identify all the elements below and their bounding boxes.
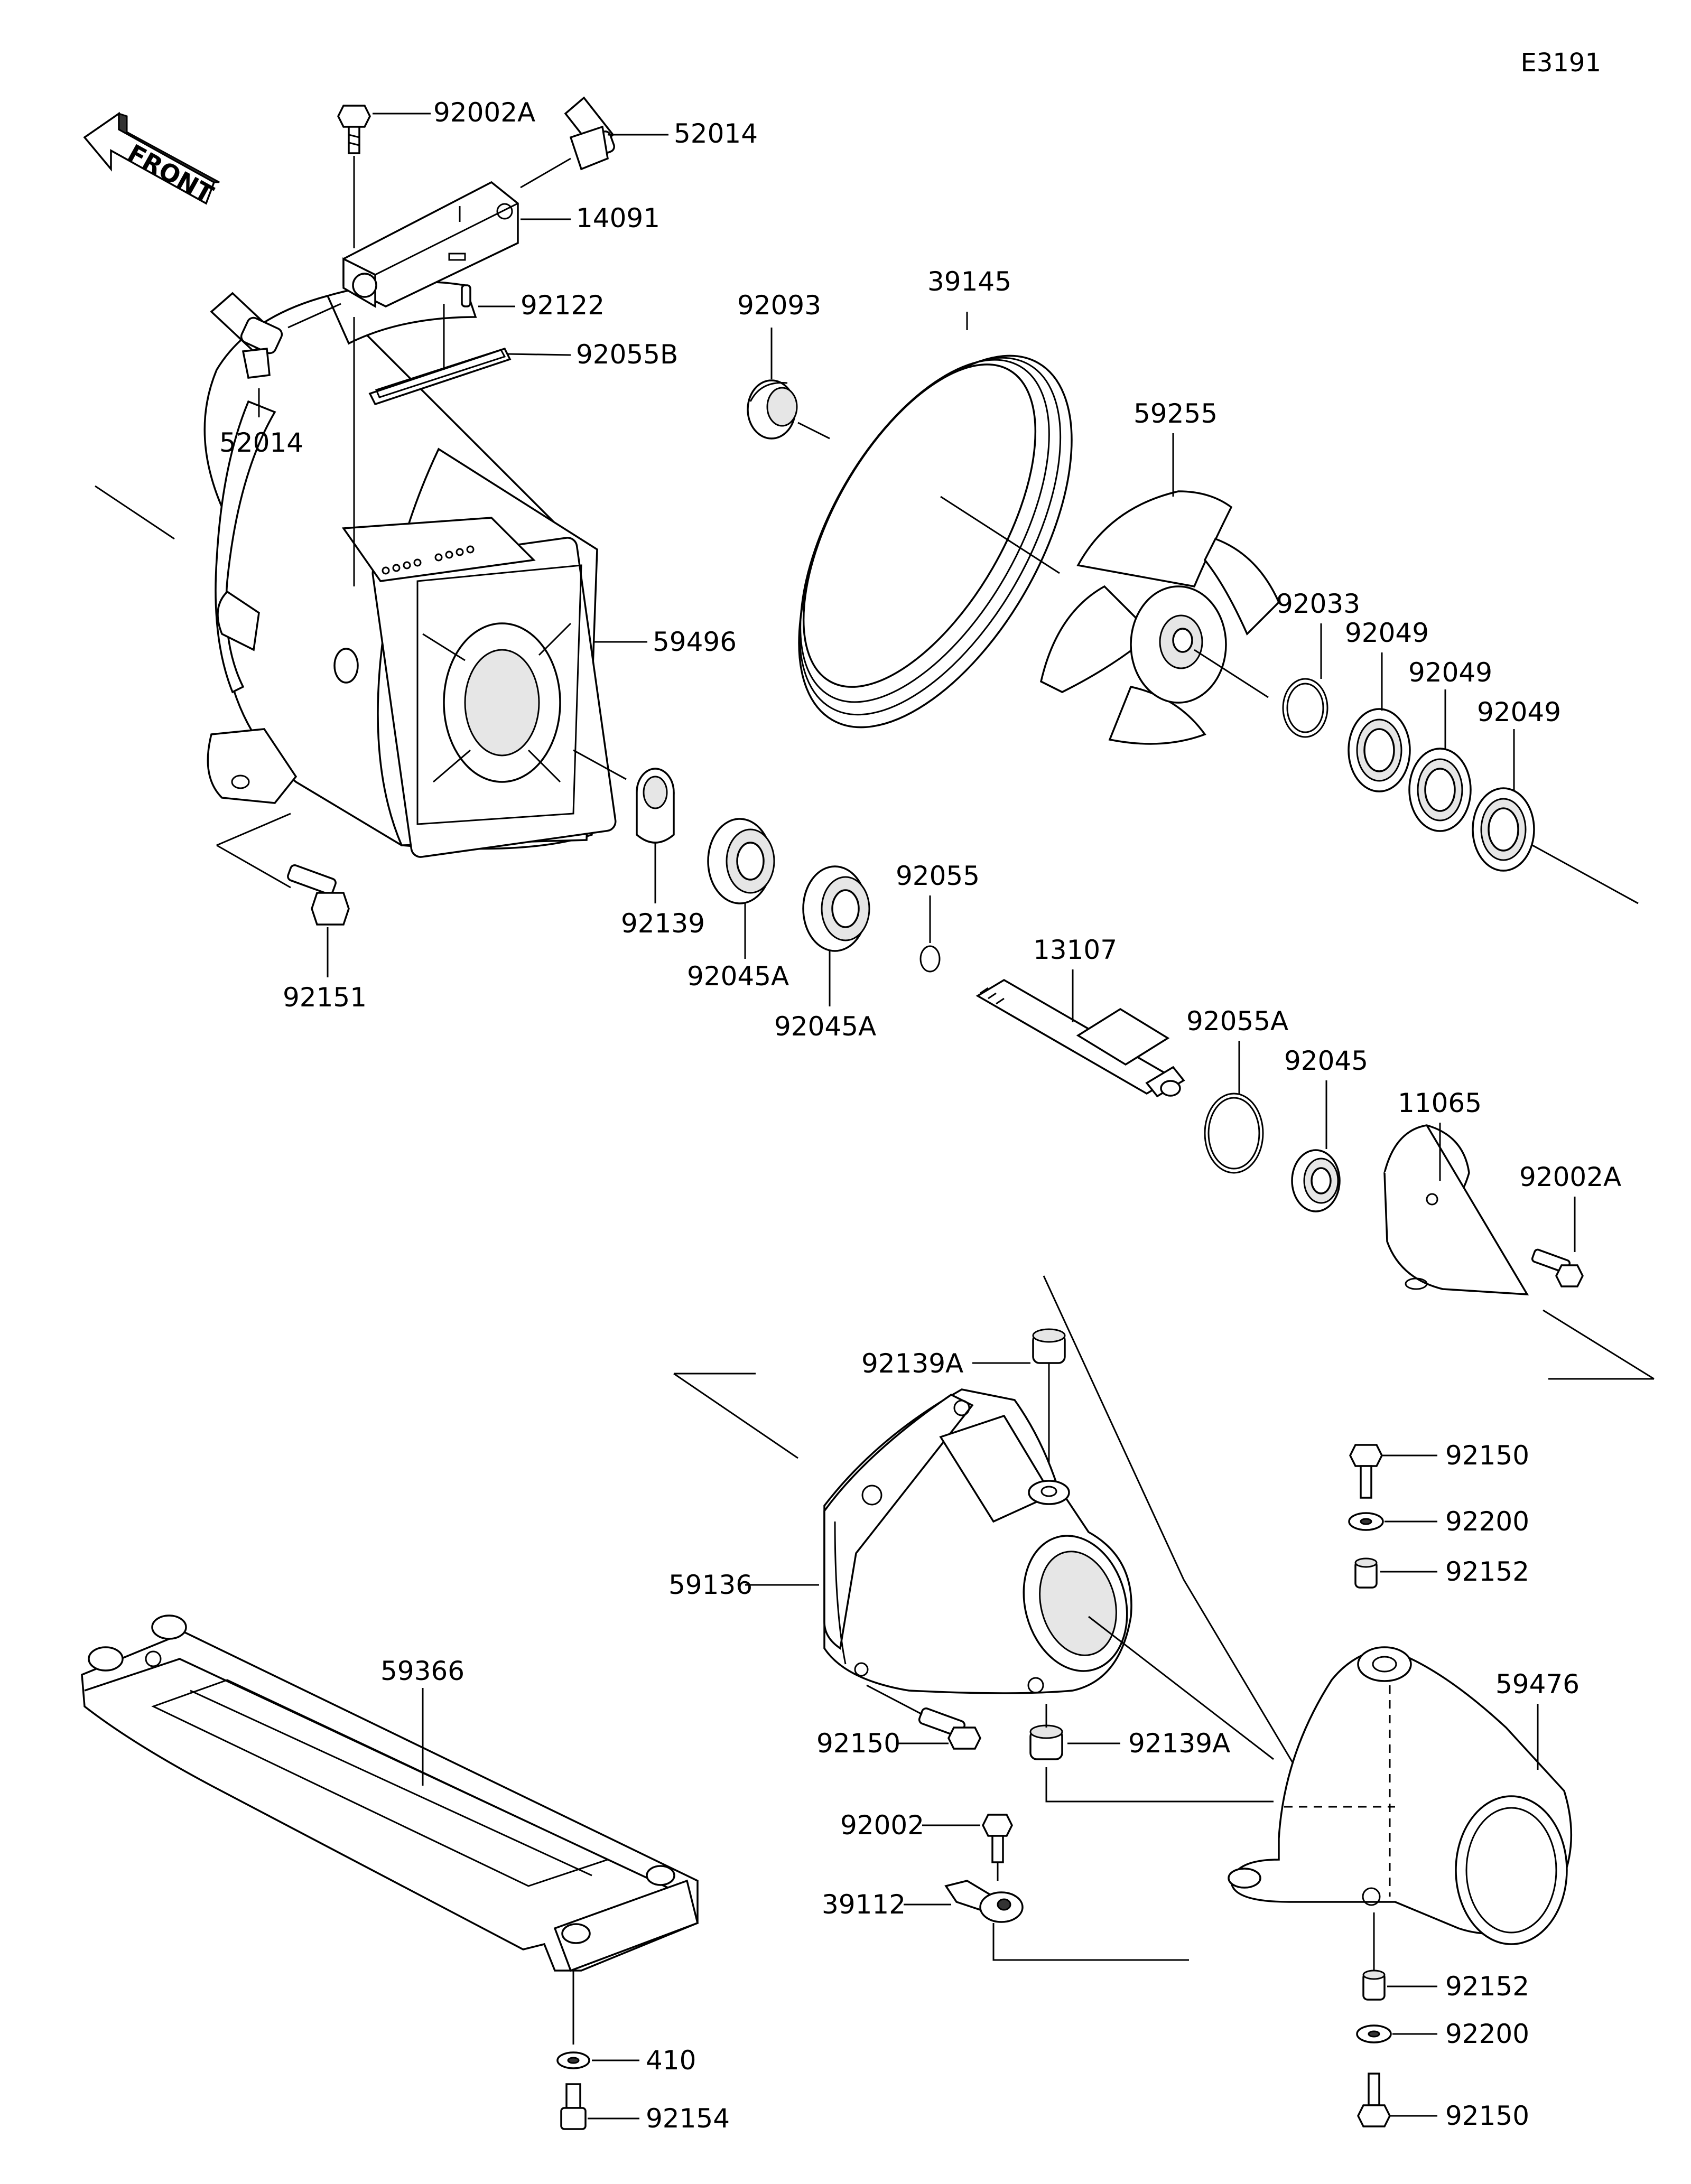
part-label-92154: 92154 xyxy=(646,2103,730,2134)
bolt-92151 xyxy=(287,864,350,926)
part-label-92150-r1: 92150 xyxy=(1445,1440,1529,1471)
part-label-14091: 14091 xyxy=(576,203,660,234)
seal-92049-b xyxy=(1408,748,1472,832)
oring-92055 xyxy=(919,945,941,973)
gasket-92055B xyxy=(368,347,512,406)
collar-92152-r1 xyxy=(1354,1557,1378,1589)
part-label-52014-top: 52014 xyxy=(674,118,758,149)
reverse-bucket-bracket-59476 xyxy=(1228,1646,1573,1945)
bolt-92150-r2 xyxy=(1357,2073,1391,2127)
front-direction-arrow: FRONT xyxy=(83,111,220,209)
ride-plate-59366 xyxy=(81,1614,699,1972)
part-label-92150-r2: 92150 xyxy=(1445,2101,1529,2131)
part-label-92139A-bottom: 92139A xyxy=(1128,1728,1230,1759)
bearing-92045A-b xyxy=(802,865,870,952)
hose-fitting-52014-top xyxy=(564,96,615,171)
diagram-code: E3191 xyxy=(1521,48,1601,78)
part-label-92152-r2: 92152 xyxy=(1445,1971,1529,2002)
part-label-92139A-top: 92139A xyxy=(861,1348,963,1379)
pump-case-59496 xyxy=(203,281,617,858)
part-label-92002: 92002 xyxy=(840,1810,924,1841)
hose-fitting-52014-left xyxy=(210,292,283,379)
part-label-92122: 92122 xyxy=(521,290,605,321)
part-label-13107: 13107 xyxy=(1033,935,1117,965)
bolt-92002A-top xyxy=(337,105,371,154)
liner-39145 xyxy=(798,354,1073,729)
impeller-59255 xyxy=(1039,490,1280,745)
washer-410 xyxy=(556,2051,590,2069)
bushing-92139A-top xyxy=(1032,1328,1066,1364)
cap-92093 xyxy=(747,379,798,440)
part-label-92150-mid: 92150 xyxy=(816,1728,900,1759)
part-label-92049-a: 92049 xyxy=(1345,618,1429,648)
drive-shaft-13107 xyxy=(975,978,1185,1098)
part-label-92055A: 92055A xyxy=(1186,1006,1288,1037)
part-label-92055: 92055 xyxy=(896,861,980,891)
part-label-52014-left: 52014 xyxy=(219,427,303,458)
part-label-92002A-right: 92002A xyxy=(1519,1162,1621,1192)
part-label-92151: 92151 xyxy=(283,982,367,1013)
part-label-59366: 59366 xyxy=(380,1656,464,1686)
part-label-92093: 92093 xyxy=(737,290,821,321)
bolt-92154 xyxy=(560,2083,587,2130)
part-label-92045A-b: 92045A xyxy=(774,1011,876,1042)
part-label-92049-b: 92049 xyxy=(1408,657,1492,688)
part-label-92200-r2: 92200 xyxy=(1445,2019,1529,2049)
part-label-92139: 92139 xyxy=(621,908,705,939)
bolt-92002A-right xyxy=(1531,1248,1584,1287)
seal-92049-a xyxy=(1348,708,1411,792)
part-label-410: 410 xyxy=(646,2045,696,2076)
pin-92122 xyxy=(461,284,471,307)
bolt-92002 xyxy=(982,1814,1013,1863)
steering-nozzle-59136 xyxy=(823,1388,1132,1694)
part-label-59136: 59136 xyxy=(668,1570,752,1600)
washer-92200-r2 xyxy=(1356,2024,1392,2043)
part-label-92049-c: 92049 xyxy=(1477,697,1561,727)
part-label-59255: 59255 xyxy=(1133,398,1218,429)
rod-end-39112 xyxy=(944,1880,1024,1923)
part-label-92045: 92045 xyxy=(1284,1046,1368,1076)
circlip-92033 xyxy=(1282,678,1328,738)
bushing-92139 xyxy=(636,768,675,844)
oring-92055A xyxy=(1204,1093,1264,1174)
part-label-59476: 59476 xyxy=(1495,1669,1579,1700)
cap-11065 xyxy=(1383,1124,1529,1295)
part-label-39112: 39112 xyxy=(822,1889,906,1920)
part-label-92055B: 92055B xyxy=(576,339,678,370)
bolt-92150-r1 xyxy=(1349,1444,1383,1499)
part-label-39145: 39145 xyxy=(927,266,1011,297)
bearing-92045A-a xyxy=(707,818,775,904)
seal-92049-c xyxy=(1472,787,1535,872)
bushing-92139A-bottom xyxy=(1029,1724,1063,1760)
part-label-92200-r1: 92200 xyxy=(1445,1506,1529,1537)
collar-92152-r2 xyxy=(1362,1970,1386,2001)
washer-92200-r1 xyxy=(1348,1512,1384,1531)
bolt-92150-mid xyxy=(918,1707,981,1750)
fitting-block-14091 xyxy=(342,181,519,309)
part-label-11065: 11065 xyxy=(1398,1088,1482,1118)
part-label-92002A-top: 92002A xyxy=(433,97,535,128)
part-label-92045A-a: 92045A xyxy=(687,961,789,992)
part-label-59496: 59496 xyxy=(653,627,737,657)
part-label-92152-r1: 92152 xyxy=(1445,1556,1529,1587)
bearing-92045 xyxy=(1291,1149,1341,1212)
part-label-92033: 92033 xyxy=(1276,589,1360,619)
